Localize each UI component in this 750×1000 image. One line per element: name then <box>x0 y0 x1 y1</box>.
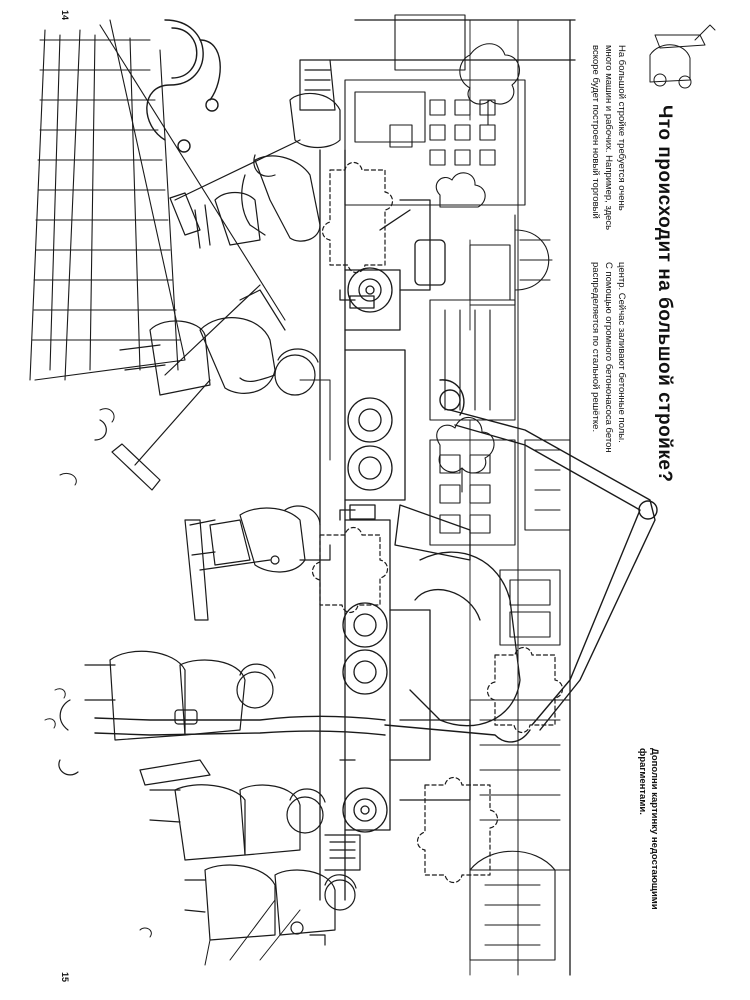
paragraph-line: С помощью огромного бетононасоса бетон <box>603 262 614 453</box>
worker-screeding-top <box>169 59 341 249</box>
rebar-hooks <box>146 19 221 153</box>
worker-rake <box>94 284 319 491</box>
paragraph-line: вскоре будет построен новый торговый <box>590 45 601 219</box>
paragraph-line: много машин и рабочих. Например, здесь <box>603 45 614 231</box>
paragraph-line: центр. Сейчас заливают бетонные полы. <box>616 262 627 443</box>
instruction-line: фрагментами. <box>637 748 648 815</box>
pump-boom <box>94 379 658 743</box>
page-number-left: 14 <box>60 10 70 21</box>
ground-details <box>44 379 331 966</box>
puzzle-piece-4 <box>416 776 499 884</box>
concrete-pump-truck <box>319 149 521 901</box>
missing-puzzle-pieces <box>311 161 564 884</box>
task-instruction: Дополни картинку недостающими фрагментам… <box>636 748 660 910</box>
paragraph-line: На большой стройке требуется очень <box>616 45 627 211</box>
puzzle-piece-1 <box>321 161 394 274</box>
background-buildings <box>344 14 571 961</box>
rebar-mesh <box>29 19 286 381</box>
page-number-right: 15 <box>60 972 70 983</box>
puzzle-piece-2 <box>311 526 389 614</box>
puzzle-piece-3 <box>486 646 564 734</box>
corner-vignette <box>649 24 716 89</box>
intro-paragraph-left: На большой стройке требуется очень много… <box>589 45 628 230</box>
truck-wheels <box>342 267 393 833</box>
intro-paragraph-right: центр. Сейчас заливают бетонные полы. С … <box>589 262 628 453</box>
workers-bottom <box>139 759 361 946</box>
paragraph-line: распределяется по стальной решётке. <box>590 262 601 433</box>
worker-hose <box>58 650 276 776</box>
worker-spreader <box>184 505 331 621</box>
page-title: Что происходит на большой стройке? <box>654 105 675 483</box>
instruction-line: Дополни картинку недостающими <box>649 748 660 910</box>
